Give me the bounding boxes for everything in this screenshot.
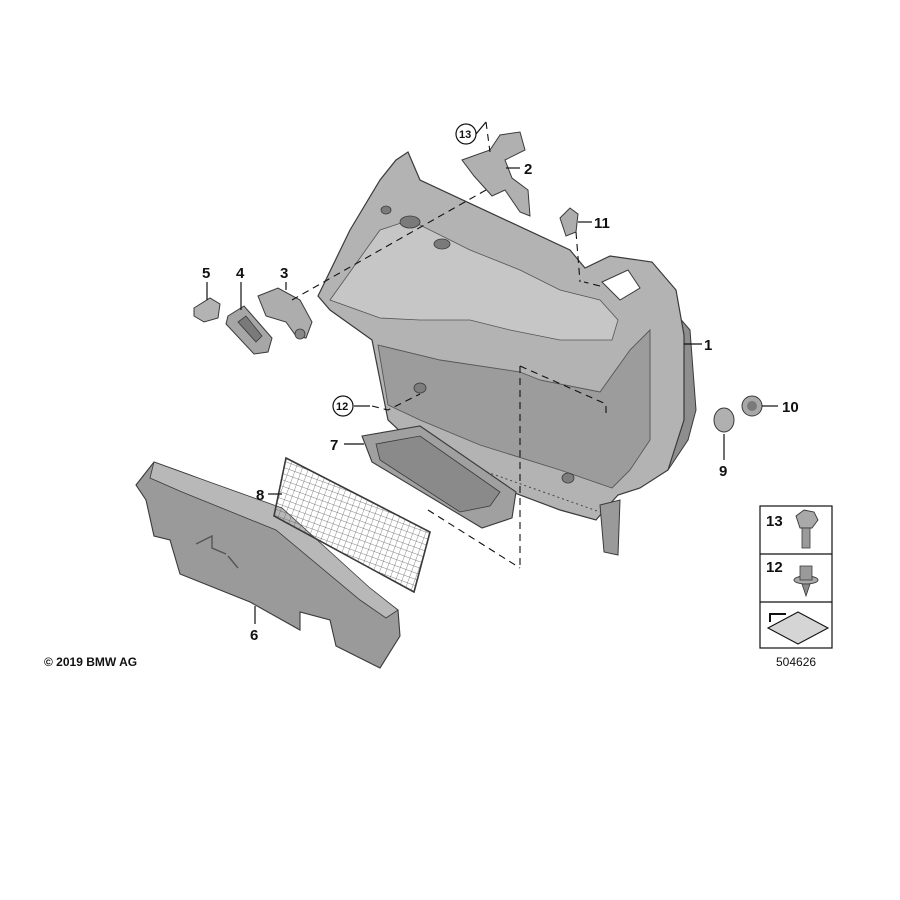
part-3-clip <box>257 287 313 340</box>
part-9-round-cap <box>713 407 735 433</box>
leader-lines <box>206 121 778 624</box>
assembly-dashed-lines <box>291 121 607 569</box>
fastener-legend: 13 12 <box>759 505 833 649</box>
part-10-plug <box>741 395 763 417</box>
callout-11: 11 <box>594 215 610 232</box>
part-2-bracket <box>461 131 531 217</box>
panel-symbol-icon <box>766 611 830 645</box>
copyright-text: © 2019 BMW AG <box>44 655 137 669</box>
callout-13: 13 <box>459 129 471 141</box>
callout-6: 6 <box>250 627 258 644</box>
part-11-clip <box>559 207 579 237</box>
callout-labels: 1 2 3 4 5 6 7 8 9 10 11 12 13 <box>202 123 799 644</box>
callout-8: 8 <box>256 487 264 504</box>
part-4-bezel <box>225 305 273 355</box>
diagram-number: 504626 <box>776 655 816 669</box>
callout-4: 4 <box>236 265 245 282</box>
callout-2: 2 <box>524 161 532 178</box>
part-7-storage-tray <box>361 425 517 529</box>
legend-row-12: 12 <box>766 559 783 576</box>
legend-row-13: 13 <box>766 513 783 530</box>
callout-7: 7 <box>330 437 338 454</box>
part-5-cap <box>193 297 221 323</box>
bolt-icon <box>795 509 819 549</box>
push-clip-icon <box>793 565 819 598</box>
callout-5: 5 <box>202 265 210 282</box>
callout-9: 9 <box>719 463 727 480</box>
part-6-cover-panel <box>135 461 401 669</box>
part-8-cargo-net <box>273 456 431 594</box>
callout-10: 10 <box>782 399 799 416</box>
callout-1: 1 <box>704 337 712 354</box>
callout-3: 3 <box>280 265 288 282</box>
callout-12: 12 <box>336 401 348 413</box>
